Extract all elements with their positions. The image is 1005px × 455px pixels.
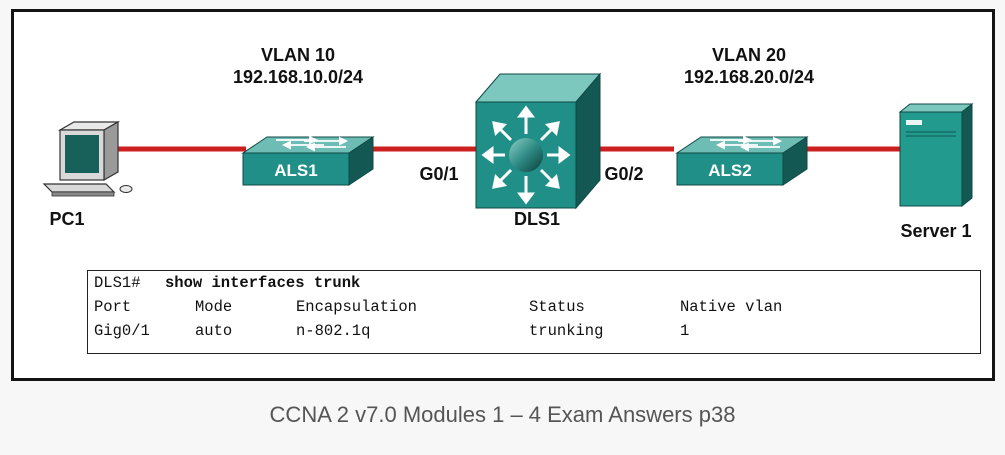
cli-cell: Gig0/1 <box>94 322 150 340</box>
als1-label: ALS1 <box>274 161 317 180</box>
multilayer-switch-icon <box>474 72 602 210</box>
cli-cell: n-802.1q <box>296 322 371 340</box>
topology-diagram: ALS1 <box>42 72 974 210</box>
port-g01-label: G0/1 <box>419 164 459 184</box>
cli-header: Status <box>529 298 585 316</box>
als2-label: ALS2 <box>708 161 751 180</box>
pc1-label: PC1 <box>49 209 85 229</box>
vlan-right-subnet: 192.168.20.0/24 <box>683 67 815 87</box>
dls1-label: DLS1 <box>513 209 561 229</box>
cli-cell: 1 <box>680 322 690 340</box>
cli-header: Port <box>94 298 132 316</box>
server1-label: Server 1 <box>900 221 972 241</box>
cli-command-line: DLS1# show interfaces trunk <box>92 274 980 298</box>
cli-prompt: DLS1# <box>94 274 141 292</box>
cli-command: show interfaces trunk <box>165 274 361 292</box>
figure-caption: CCNA 2 v7.0 Modules 1 – 4 Exam Answers p… <box>269 402 736 427</box>
cli-output: DLS1# show interfaces trunk Port Mode En… <box>87 270 981 354</box>
vlan-right-name: VLAN 20 <box>711 45 787 65</box>
cli-header: Encapsulation <box>296 298 417 316</box>
cli-header: Native vlan <box>680 298 783 316</box>
server-icon <box>898 102 974 208</box>
switch-icon-als1 <box>241 135 375 186</box>
cli-data-row: Gig0/1 auto n-802.1q trunking 1 <box>92 322 980 346</box>
pc-icon <box>42 120 133 197</box>
port-g02-label: G0/2 <box>604 164 644 184</box>
cli-cell: auto <box>195 322 233 340</box>
switch-icon-als2 <box>675 135 809 186</box>
topology-figure: ALS1 <box>11 9 995 381</box>
cli-cell: trunking <box>529 322 604 340</box>
vlan-left-subnet: 192.168.10.0/24 <box>232 67 364 87</box>
cli-header-row: Port Mode Encapsulation Status Native vl… <box>92 298 980 322</box>
cli-header: Mode <box>195 298 233 316</box>
vlan-left-name: VLAN 10 <box>260 45 336 65</box>
